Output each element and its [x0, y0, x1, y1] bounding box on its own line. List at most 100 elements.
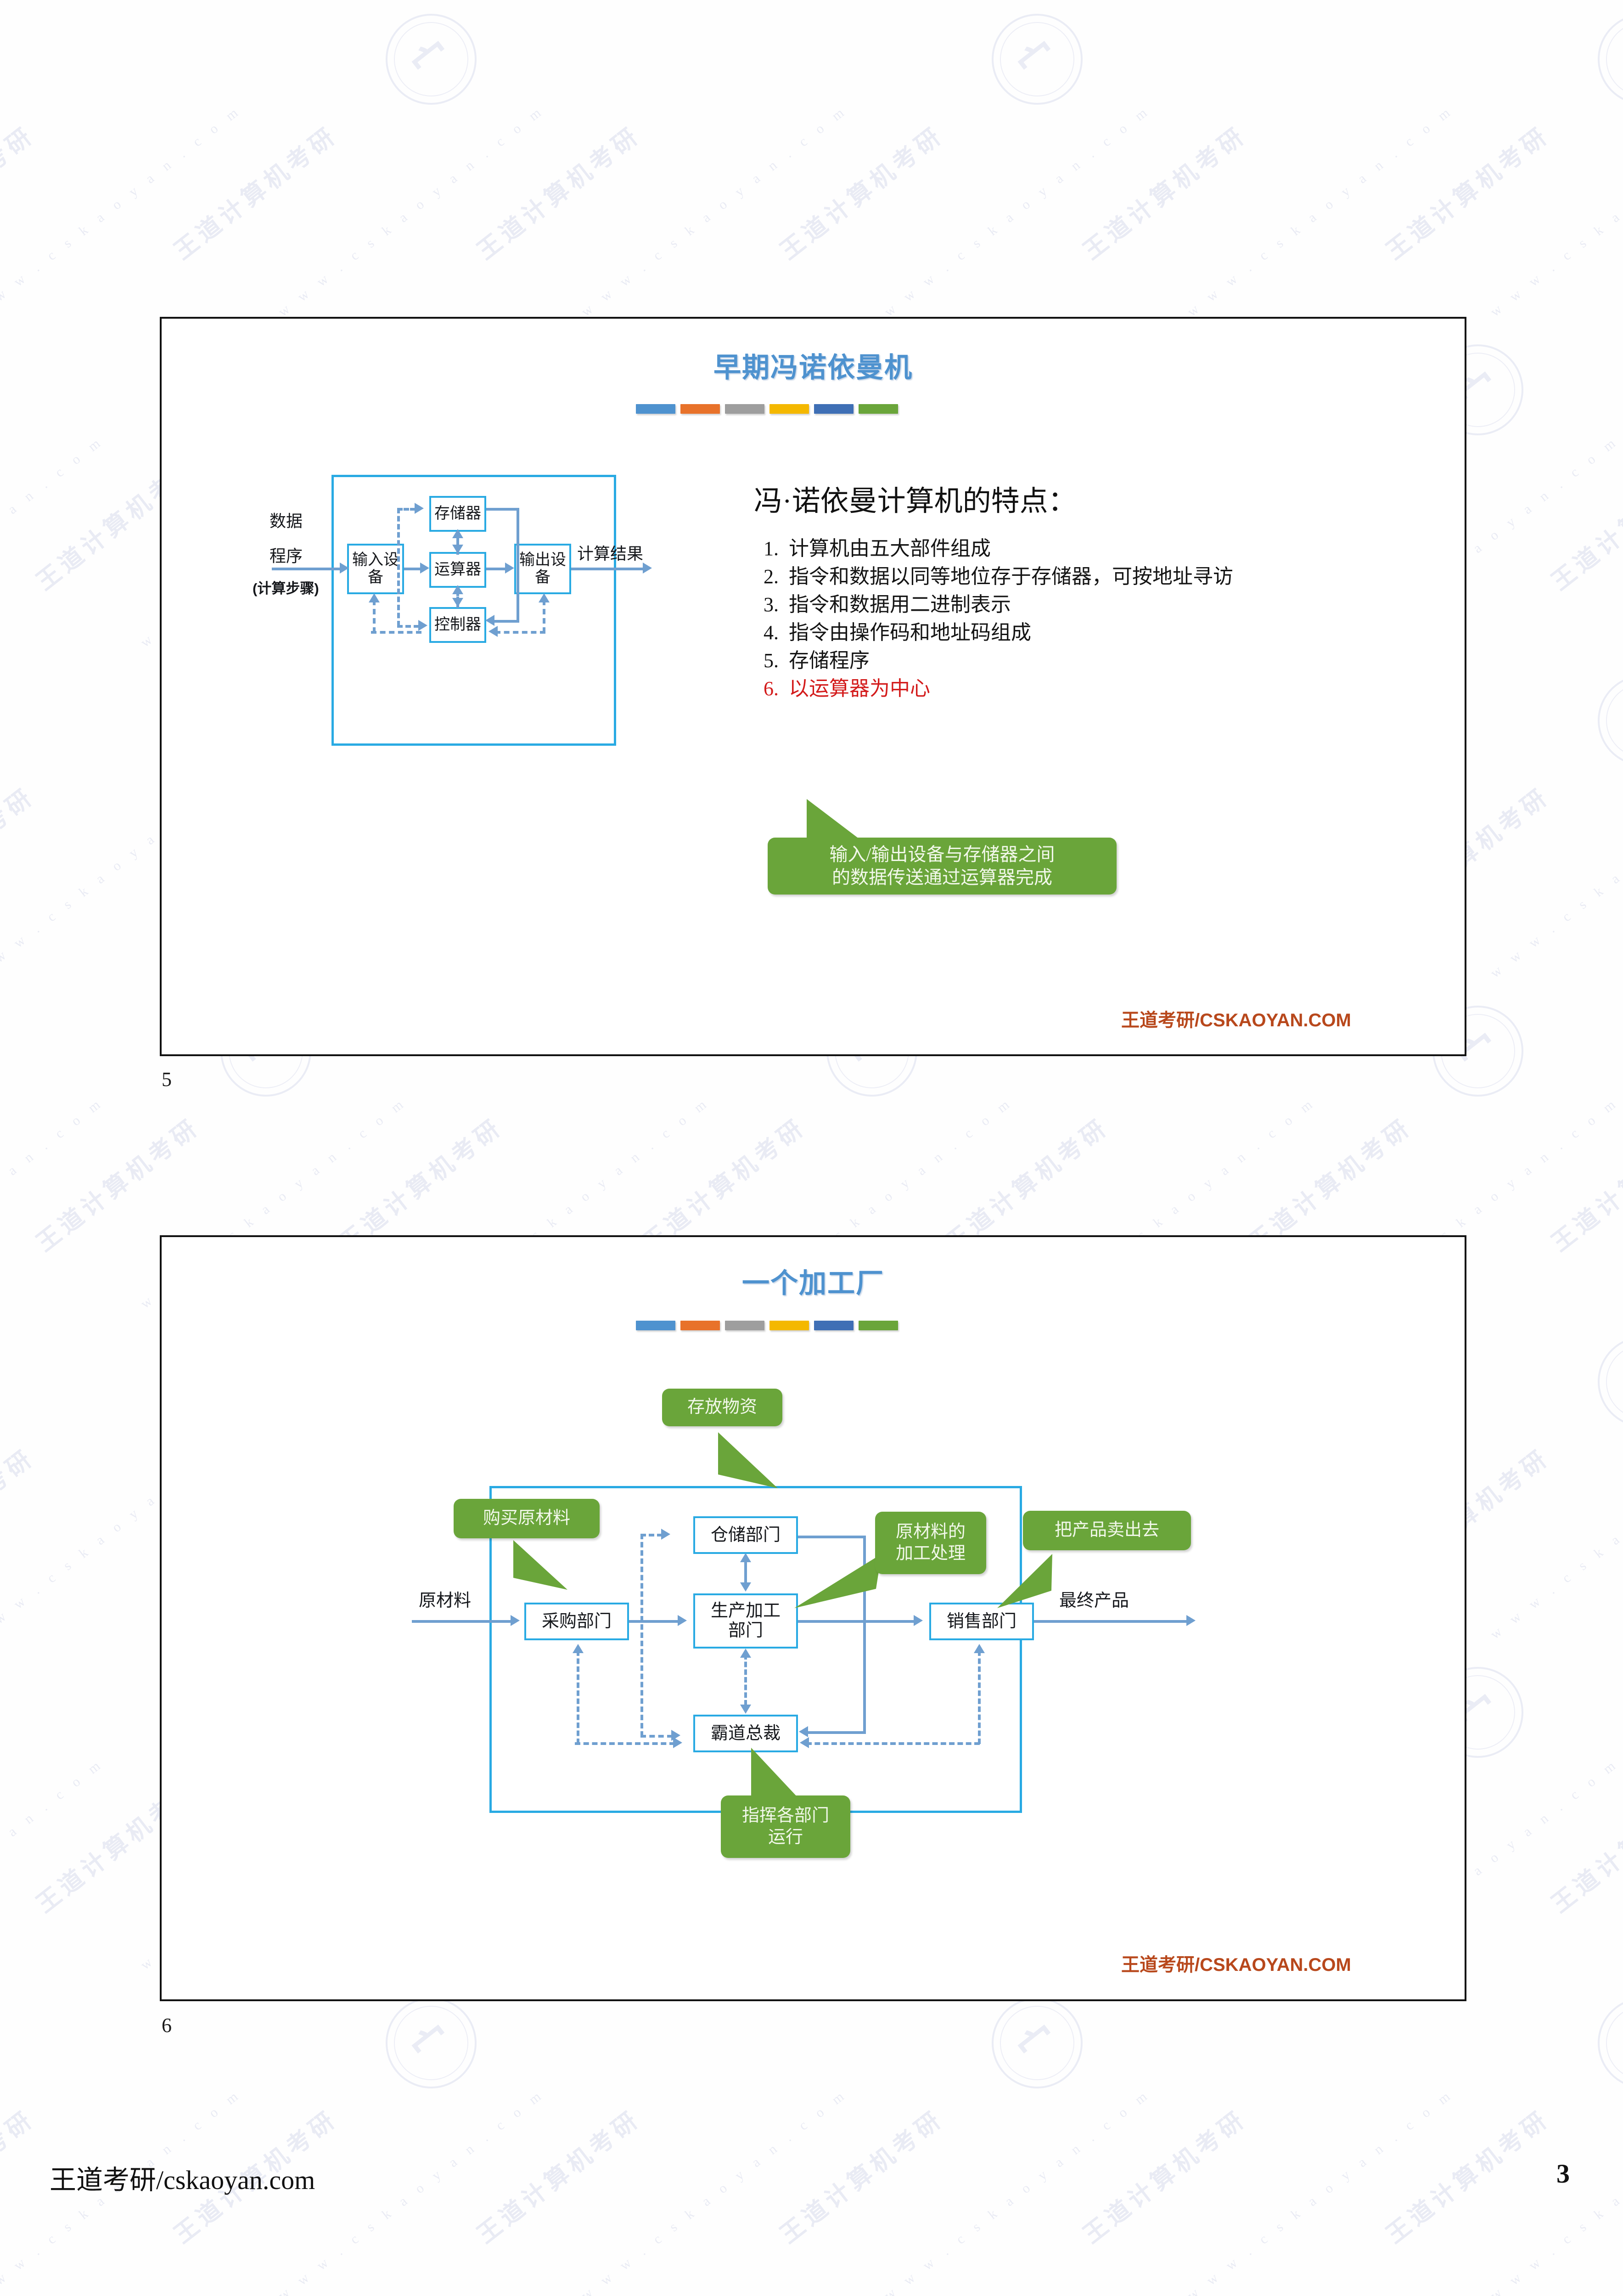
line-production-sales — [798, 1620, 915, 1623]
box-production: 生产加工部门 — [693, 1593, 798, 1649]
arrow-final-product-head — [1186, 1615, 1196, 1626]
feature-num-4: 4. — [764, 621, 779, 644]
diagram-input-label-program: 程序 — [270, 547, 303, 565]
feature-num-6: 6. — [764, 677, 779, 700]
callout-tail-buy-raw — [513, 1540, 567, 1590]
line-memory-down — [517, 508, 519, 623]
box-output-device: 输出设备 — [514, 544, 571, 594]
slide-number-1: 5 — [162, 1068, 172, 1091]
arrow-controller-to-memory-head — [415, 503, 424, 514]
callout-tail-store-goods — [718, 1432, 778, 1488]
arrow-sales-to-ceo-head — [800, 1737, 809, 1748]
box-ceo: 霸道总裁 — [693, 1715, 798, 1752]
dashed-controller-to-input-h — [371, 631, 421, 634]
box-ceo-label: 霸道总裁 — [710, 1723, 781, 1743]
arrow-dashed-into-ceo-head-2 — [673, 1737, 682, 1748]
dashed-ceo-to-sales-v — [978, 1650, 981, 1744]
dashed-controller-to-output-h — [495, 631, 545, 634]
feature-text-3: 指令和数据用二进制表示 — [789, 593, 1011, 616]
diagram-output-label: 计算结果 — [577, 545, 644, 563]
slide-number-2: 6 — [162, 2014, 172, 2037]
slide-title-1: 早期冯诺依曼机 — [713, 353, 913, 383]
arrow-memory-to-alu-head — [452, 545, 463, 554]
feature-num-5: 5. — [764, 649, 779, 672]
arrow-input-to-alu-head — [420, 563, 429, 574]
accent-bar-1 — [636, 1321, 675, 1330]
callout-direct-departments: 指挥各部门 运行 — [721, 1795, 850, 1858]
accent-bar-1 — [636, 404, 675, 414]
von-neumann-machine-frame — [331, 475, 616, 746]
line-to-controller — [491, 620, 519, 623]
accent-bar-6 — [859, 404, 898, 414]
arrow-ceo-to-warehouse-head — [661, 1529, 670, 1540]
arrow-raw-in-head — [511, 1615, 520, 1626]
box-input-device: 输入设备 — [347, 544, 404, 594]
slide-brand-2: 王道考研/CSKAOYAN.COM — [1121, 1955, 1351, 1975]
box-sales: 销售部门 — [929, 1603, 1034, 1640]
line-memory-right — [486, 508, 519, 511]
arrow-input-to-alu-line — [404, 568, 421, 570]
accent-bar-4 — [769, 404, 809, 414]
box-input-device-label: 输入设备 — [352, 551, 399, 586]
feature-text-6: 以运算器为中心 — [789, 677, 930, 700]
feature-text-2: 指令和数据以同等地位存于存储器，可按地址寻访 — [789, 565, 1233, 588]
dashed-ceo-to-sales-h — [806, 1742, 980, 1745]
arrow-controller-to-input-head — [369, 593, 380, 602]
arrow-memory-to-controller-head — [485, 615, 494, 626]
callout-tail-sell — [997, 1554, 1052, 1608]
callout-store-goods-label: 存放物资 — [687, 1397, 757, 1417]
line-warehouse-right — [798, 1536, 866, 1538]
feature-text-5: 存储程序 — [789, 649, 870, 672]
feature-text-4: 指令由操作码和地址码组成 — [789, 621, 1031, 644]
callout-store-goods: 存放物资 — [662, 1389, 782, 1426]
von-neumann-features: 冯·诺依曼计算机的特点： 1. 计算机由五大部件组成 2. 指令和数据以同等地位… — [754, 478, 1360, 703]
arrow-warehouse-to-production-head — [740, 1582, 751, 1592]
dashed-ceo-to-warehouse-v — [640, 1534, 643, 1737]
dashed-ceo-to-purchasing-v — [577, 1650, 579, 1744]
slide-brand-1: 王道考研/CSKAOYAN.COM — [1121, 1010, 1351, 1030]
arrow-final-product-line — [1034, 1620, 1188, 1623]
dashed-controller-left-stub — [397, 625, 419, 628]
accent-bar-2 — [680, 404, 720, 414]
diagram-input-label-steps: (计算步骤) — [253, 580, 319, 597]
arrow-alu-to-output-line — [486, 568, 506, 570]
arrow-ceo-to-purchasing-head — [573, 1644, 584, 1653]
accent-bar-6 — [859, 1321, 898, 1330]
arrow-warehouse-to-ceo-head — [799, 1726, 808, 1737]
factory-output-label: 最终产品 — [1059, 1591, 1129, 1610]
dashed-ceo-to-warehouse-h — [640, 1534, 663, 1536]
arrow-data-in-line — [272, 568, 341, 570]
callout-tail-direct — [751, 1748, 806, 1806]
arrow-production-sales-head — [914, 1615, 923, 1626]
features-heading: 冯·诺依曼计算机的特点： — [754, 486, 1077, 517]
arrow-dashed-output-to-controller-head — [489, 626, 498, 637]
box-memory-label: 存储器 — [434, 505, 481, 522]
feature-item-2: 2. 指令和数据以同等地位存于存储器，可按地址寻访 — [754, 563, 1360, 591]
callout-direct-line1: 指挥各部门 — [741, 1806, 829, 1825]
callout-tail-shape-slide1 — [807, 799, 873, 850]
arrow-purchasing-production-head — [678, 1615, 687, 1626]
dashed-controller-to-output-v — [543, 600, 545, 633]
dashed-controller-to-memory-h — [397, 508, 416, 511]
box-controller-label: 控制器 — [434, 616, 481, 633]
accent-bar-5 — [814, 1321, 854, 1330]
arrow-alu-to-memory-head — [452, 529, 463, 538]
accent-bars-1 — [636, 404, 898, 414]
arrow-raw-in-line — [412, 1620, 512, 1623]
box-warehouse-label: 仓储部门 — [710, 1525, 781, 1545]
box-warehouse: 仓储部门 — [693, 1516, 798, 1554]
arrow-alu-to-output-head — [505, 563, 514, 574]
feature-item-4: 4. 指令由操作码和地址码组成 — [754, 619, 1360, 647]
callout-buy-raw-material-label: 购买原材料 — [483, 1508, 570, 1528]
accent-bar-5 — [814, 404, 854, 414]
slide-title-2: 一个加工厂 — [742, 1268, 884, 1299]
callout-buy-raw-material: 购买原材料 — [454, 1499, 600, 1538]
box-production-label: 生产加工部门 — [710, 1601, 781, 1640]
arrow-dashed-into-controller-head — [418, 620, 427, 631]
callout-process-line1: 原材料的 — [895, 1522, 966, 1542]
callout-io-transfer: 输入/输出设备与存储器之间 的数据传送通过运算器完成 — [768, 838, 1117, 895]
features-list: 1. 计算机由五大部件组成 2. 指令和数据以同等地位存于存储器，可按地址寻访 … — [754, 535, 1360, 703]
callout-sell-product: 把产品卖出去 — [1023, 1511, 1191, 1550]
arrow-production-to-ceo-head — [740, 1705, 751, 1714]
